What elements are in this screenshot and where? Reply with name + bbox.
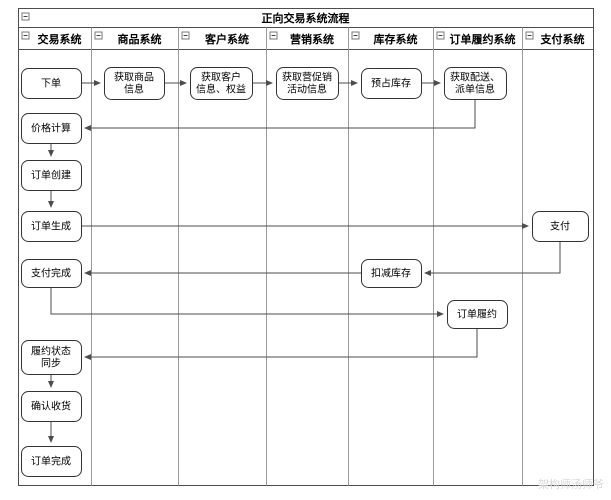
connector-e10 xyxy=(424,241,561,276)
node-label: 预占库存 xyxy=(371,77,411,90)
node-label: 获取营促销 xyxy=(282,71,332,84)
node-label: 支付完成 xyxy=(31,267,71,280)
node-shape xyxy=(21,113,82,144)
node-shape xyxy=(361,259,422,288)
lane-title-payment: 支付系统 xyxy=(540,32,585,46)
node-label: 订单创建 xyxy=(31,169,71,182)
node-shape xyxy=(361,68,422,99)
lane-collapse-icon-inventory[interactable] xyxy=(351,31,360,40)
node-n15[interactable]: 确认收货 xyxy=(21,391,82,422)
lane-title-marketing: 营销系统 xyxy=(290,32,334,46)
node-shape xyxy=(532,211,589,242)
node-label: 获取商品 xyxy=(114,71,154,84)
node-label: 价格计算 xyxy=(31,122,71,135)
node-shape xyxy=(21,391,82,422)
node-shape xyxy=(21,259,82,288)
node-label: 下单 xyxy=(41,78,61,90)
node-n13[interactable]: 订单履约 xyxy=(447,300,508,329)
node-shape xyxy=(190,67,253,100)
lane-title-trade: 交易系统 xyxy=(38,32,82,46)
connector-layer xyxy=(48,80,561,443)
node-n07[interactable]: 价格计算 xyxy=(21,113,82,144)
pool-collapse-icon[interactable] xyxy=(21,12,30,21)
watermark: 架构师汤师爷 xyxy=(538,477,604,491)
watermark-label: 架构师汤师爷 xyxy=(538,477,604,491)
node-n08[interactable]: 订单创建 xyxy=(21,160,82,191)
node-label: 信息 xyxy=(124,83,144,96)
lane-collapse-icon-product[interactable] xyxy=(94,31,103,40)
connector-e13 xyxy=(84,328,478,360)
node-n06[interactable]: 获取配送、派单信息 xyxy=(444,67,507,100)
node-n09[interactable]: 订单生成 xyxy=(21,211,82,242)
lane-title-inventory: 库存系统 xyxy=(374,32,418,46)
node-label: 订单完成 xyxy=(31,455,71,468)
node-label: 获取配送、 xyxy=(450,71,500,84)
lane-title-customer: 客户系统 xyxy=(204,32,249,46)
pool-frame xyxy=(18,8,594,486)
node-n12[interactable]: 支付完成 xyxy=(21,259,82,288)
node-label: 履约状态 xyxy=(31,345,71,358)
connector-e6 xyxy=(84,99,476,131)
node-label: 活动信息 xyxy=(287,83,327,96)
lane-collapse-icon-customer[interactable] xyxy=(181,31,190,40)
node-shape xyxy=(276,67,339,100)
node-shape xyxy=(21,340,82,375)
node-shape xyxy=(21,160,82,191)
pool-title: 正向交易系统流程 xyxy=(262,11,350,25)
node-n05[interactable]: 预占库存 xyxy=(361,68,422,99)
lane-collapse-icon-payment[interactable] xyxy=(525,31,534,40)
node-label: 扣减库存 xyxy=(371,267,411,280)
connector-e12 xyxy=(50,287,444,317)
node-shape xyxy=(447,300,508,329)
node-label: 订单履约 xyxy=(457,308,497,321)
node-layer: 下单获取商品信息获取客户信息、权益获取营促销活动信息预占库存获取配送、派单信息价… xyxy=(21,67,589,477)
node-label: 同步 xyxy=(41,358,61,370)
node-n16[interactable]: 订单完成 xyxy=(21,446,82,477)
lane-collapse-icon-trade[interactable] xyxy=(21,31,30,40)
node-n01[interactable]: 下单 xyxy=(21,68,82,99)
node-label: 订单生成 xyxy=(31,220,71,233)
node-n11[interactable]: 扣减库存 xyxy=(361,259,422,288)
lane-title-fulfillment: 订单履约系统 xyxy=(450,32,516,46)
node-n10[interactable]: 支付 xyxy=(532,211,589,242)
node-shape xyxy=(21,211,82,242)
node-shape xyxy=(21,446,82,477)
node-label: 确认收货 xyxy=(31,400,71,413)
node-shape xyxy=(104,67,165,100)
pool-outline xyxy=(18,8,594,486)
lane-collapse-icon-fulfillment[interactable] xyxy=(436,31,445,40)
node-label: 派单信息 xyxy=(455,83,495,96)
node-shape xyxy=(21,68,82,99)
node-label: 获取客户 xyxy=(201,71,241,84)
node-label: 支付 xyxy=(550,220,570,233)
lane-collapse-icon-marketing[interactable] xyxy=(269,31,278,40)
node-shape xyxy=(444,67,507,100)
lane-layer xyxy=(21,27,534,486)
node-label: 信息、权益 xyxy=(196,83,246,96)
lane-title-product: 商品系统 xyxy=(118,32,162,46)
